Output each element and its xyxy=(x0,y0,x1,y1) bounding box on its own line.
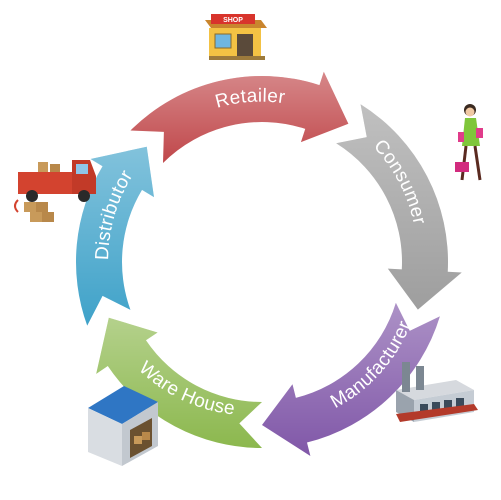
warehouse-icon xyxy=(88,386,158,466)
shop-icon: SHOP xyxy=(205,14,267,60)
arrow-gloss-retailer xyxy=(130,71,349,164)
cycle-arrows xyxy=(75,71,462,457)
arrow-gloss-consumer xyxy=(336,104,462,310)
delivery-truck-icon xyxy=(14,160,96,222)
shopper-woman-icon xyxy=(455,104,483,181)
shop-sign-text: SHOP xyxy=(223,17,243,24)
arrow-gloss-warehouse xyxy=(96,317,263,448)
arrow-gloss-manufacturer xyxy=(262,302,440,457)
factory-icon xyxy=(396,362,478,422)
